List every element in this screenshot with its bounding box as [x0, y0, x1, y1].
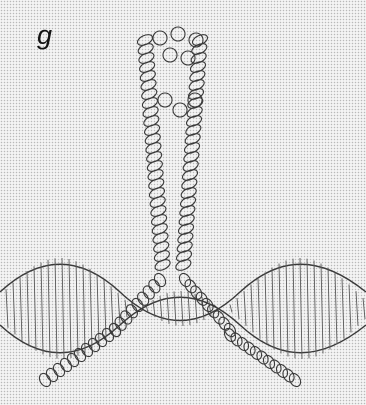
base-pair-line	[62, 258, 64, 359]
helix-turn	[268, 358, 284, 375]
helix-turn	[142, 114, 160, 129]
helix-turn	[248, 344, 264, 361]
helix-turn	[37, 371, 53, 388]
helix-turn	[145, 150, 163, 165]
base-pair-line	[307, 259, 309, 359]
helix-ribbon-left	[136, 33, 172, 273]
base-pair-line	[34, 266, 36, 351]
base-pair-line	[356, 291, 358, 326]
base-pair-line	[286, 260, 288, 356]
helix-turn	[143, 123, 161, 138]
helix-turn	[149, 195, 167, 210]
base-pair-line	[118, 293, 120, 324]
helix-turn	[242, 340, 258, 357]
helix-turn	[229, 331, 245, 348]
helix-turn	[235, 335, 251, 352]
base-pair-line	[328, 268, 330, 350]
helix-turn	[138, 60, 156, 75]
base-pair-line	[13, 283, 15, 335]
base-pair-line	[300, 258, 302, 359]
base-pair-line	[20, 277, 22, 341]
helix-turn	[287, 371, 303, 388]
base-pair-line	[90, 269, 92, 348]
base-pair-line	[230, 305, 232, 313]
base-pair-line	[55, 258, 57, 358]
helix-loop	[181, 51, 195, 65]
base-pair-line	[48, 260, 50, 357]
helix-turn	[139, 78, 157, 93]
helix-turn	[140, 87, 158, 102]
helix-loop	[163, 48, 177, 62]
helix-turn	[147, 177, 165, 192]
base-pair-line	[76, 261, 78, 356]
base-pair-line	[293, 259, 295, 359]
base-pair-line	[349, 284, 351, 332]
helix-turn	[261, 353, 277, 370]
helix-loop	[171, 27, 185, 41]
base-pair-line	[83, 265, 85, 353]
base-pair-line	[41, 262, 43, 354]
helix-turn	[136, 33, 154, 48]
helix-loop	[158, 93, 172, 107]
base-pair-line	[237, 298, 239, 319]
helix-turn	[149, 204, 167, 219]
helix-turn	[151, 222, 169, 237]
helix-turn	[281, 367, 297, 384]
dna-base-pairs	[6, 258, 365, 359]
base-pair-line	[251, 284, 253, 332]
panel-label: g	[37, 22, 52, 49]
helix-ribbon-right	[174, 33, 209, 273]
helix-turn	[146, 159, 164, 174]
helix-turn	[137, 51, 155, 66]
base-pair-line	[244, 291, 246, 326]
helix-turn	[141, 105, 159, 120]
coiled-coil-stalk	[136, 27, 209, 272]
base-pair-line	[258, 278, 260, 339]
helix-turn	[274, 362, 290, 379]
base-pair-line	[6, 289, 8, 328]
helix-turn	[146, 168, 164, 183]
helix-loop	[188, 93, 202, 107]
helix-turn	[144, 141, 162, 156]
helix-turn	[150, 213, 168, 228]
base-pair-line	[279, 263, 281, 353]
base-pair-line	[265, 272, 267, 344]
helix-turn	[148, 186, 166, 201]
base-pair-line	[27, 271, 29, 346]
helix-turn	[139, 69, 157, 84]
base-pair-line	[272, 268, 274, 350]
base-pair-line	[342, 278, 344, 339]
helix-turn	[255, 349, 271, 366]
base-pair-line	[321, 263, 323, 353]
helix-loop	[173, 103, 187, 117]
base-pair-line	[69, 259, 71, 358]
helix-turn	[153, 249, 171, 264]
helix-turn	[153, 258, 171, 273]
base-pair-line	[97, 274, 99, 343]
helix-loop	[153, 31, 167, 45]
base-pair-line	[363, 298, 365, 319]
helix-turn	[137, 42, 155, 57]
helix-turn	[152, 240, 170, 255]
base-pair-line	[314, 260, 316, 356]
helix-turn	[151, 231, 169, 246]
helix-turn	[141, 96, 159, 111]
helix-turn	[144, 132, 162, 147]
base-pair-line	[335, 272, 337, 344]
